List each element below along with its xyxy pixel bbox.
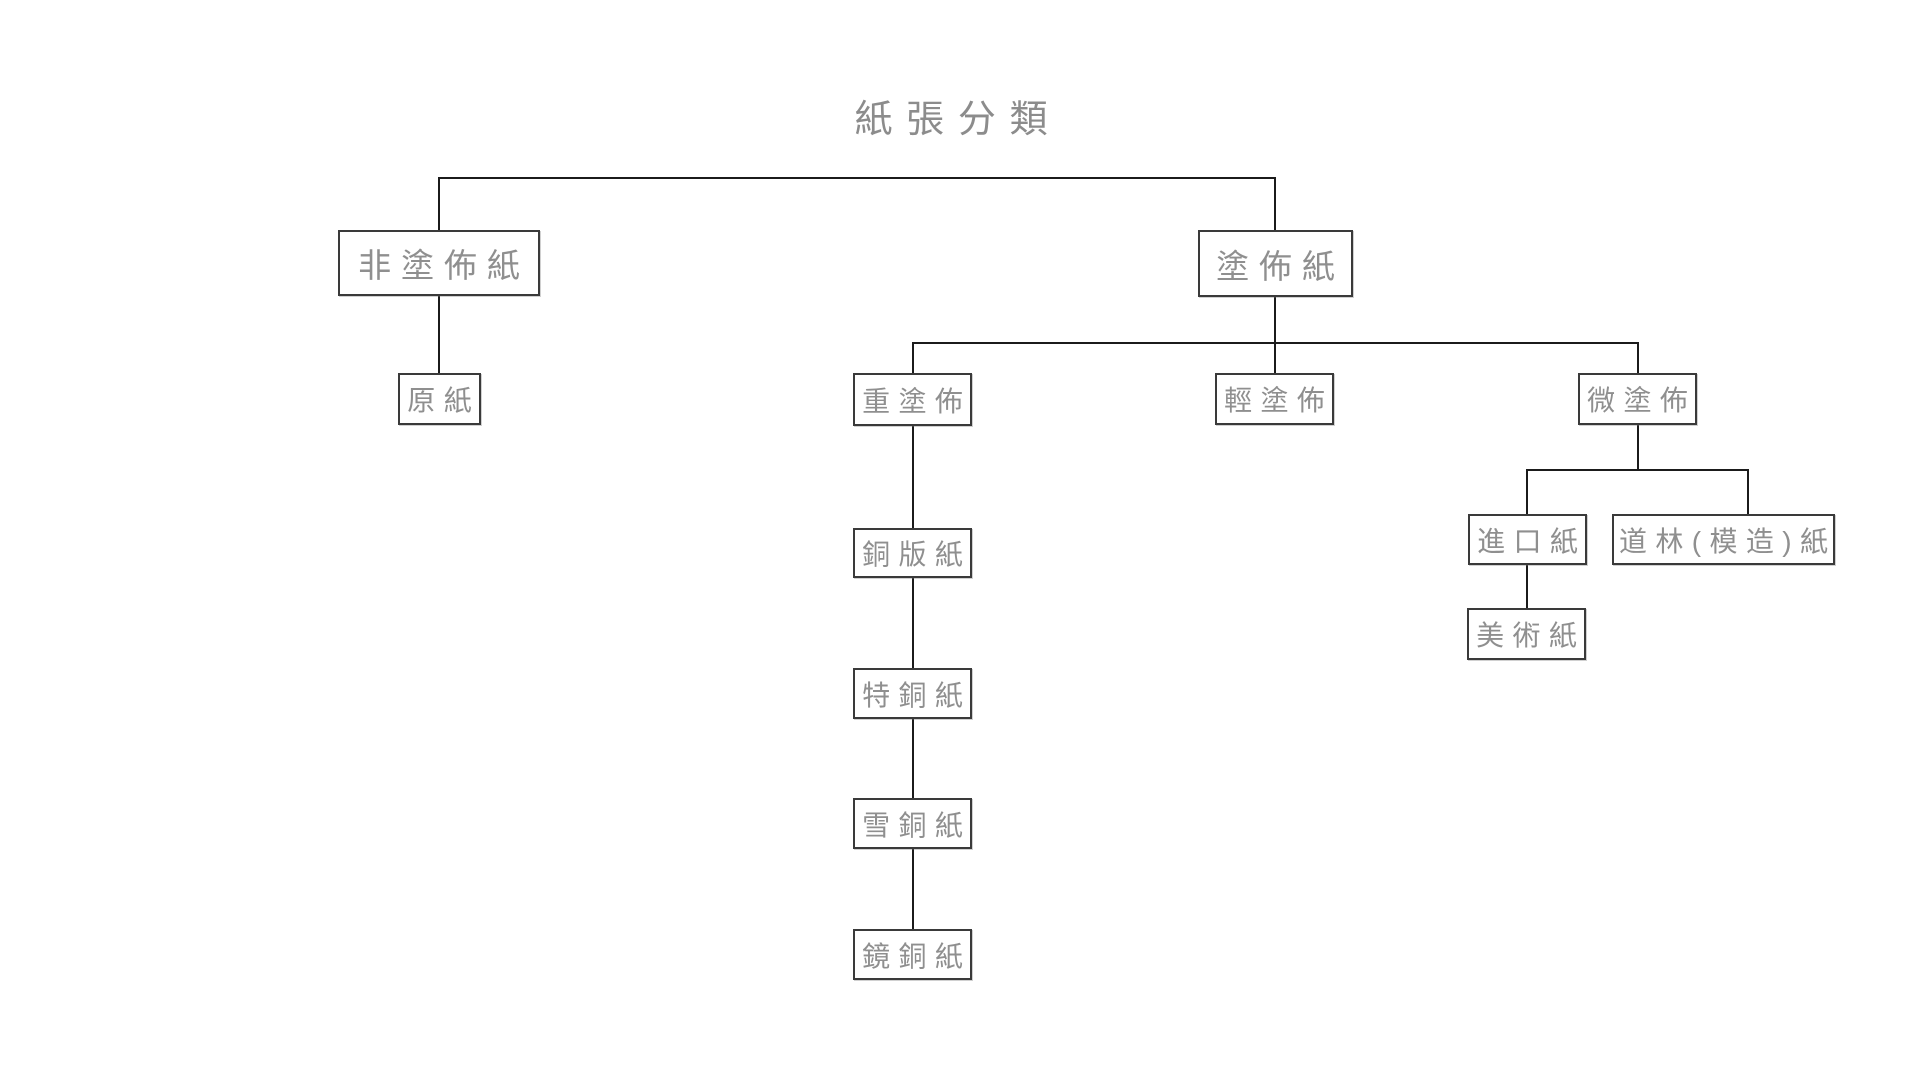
connector-imported-to-fine-art [1526,565,1528,608]
node-imported-paper: 進口紙 [1468,514,1587,565]
node-fine-art-paper: 美術紙 [1467,608,1586,660]
connector-snow-art-to-mirror-art [912,849,914,929]
connector-coated-children-rail [912,342,1639,344]
node-non-coated-paper: 非塗佈紙 [338,230,540,296]
connector-top-to-coated [1274,177,1276,232]
node-woodfree-paper: 道林(模造)紙 [1612,514,1835,565]
node-light-coated: 輕塗佈 [1215,373,1334,425]
node-mirror-art-paper: 鏡銅紙 [853,929,972,980]
diagram-title: 紙張分類 [854,99,1062,141]
node-base-paper: 原紙 [398,373,481,425]
connector-top-rail [438,177,1276,179]
connector-special-art-to-snow-art [912,719,914,798]
connector-micro-coated-to-rail [1637,425,1639,469]
connector-art-paper-to-special-art [912,578,914,668]
node-snow-art-paper: 雪銅紙 [853,798,972,849]
connector-top-to-non-coated [438,177,440,232]
connector-heavy-coated-to-art-paper [912,426,914,528]
node-art-paper: 銅版紙 [853,528,972,578]
connector-rail-to-woodfree [1747,469,1749,514]
connector-coated-to-light-coated [1274,297,1276,373]
node-micro-coated: 微塗佈 [1578,373,1697,425]
node-coated-paper: 塗佈紙 [1198,230,1353,297]
connector-micro-children-rail [1526,469,1749,471]
node-heavy-coated: 重塗佈 [853,373,972,426]
connector-rail-to-heavy-coated [912,342,914,373]
connector-rail-to-imported [1526,469,1528,514]
connector-rail-to-micro-coated [1637,342,1639,373]
node-special-art-paper: 特銅紙 [853,668,972,719]
connector-non-coated-to-base-paper [438,296,440,373]
